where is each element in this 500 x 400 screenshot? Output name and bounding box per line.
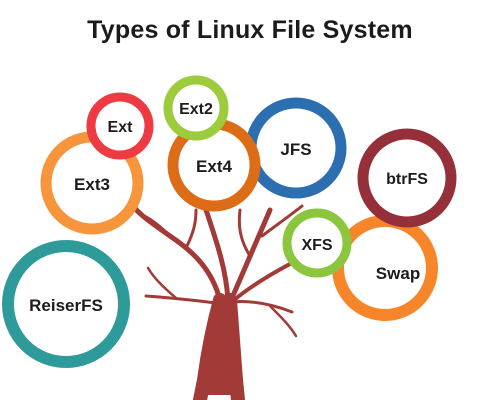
node-ext2: Ext2 bbox=[163, 75, 229, 141]
node-ext2-ring bbox=[163, 75, 229, 141]
node-ext3-label: Ext3 bbox=[74, 175, 110, 194]
node-ext4-label: Ext4 bbox=[196, 157, 232, 176]
node-ext: Ext bbox=[86, 92, 154, 160]
node-ext-label: Ext bbox=[108, 119, 134, 136]
node-btrfs-label: btrFS bbox=[386, 171, 428, 188]
node-reiserfs-label: ReiserFS bbox=[29, 296, 103, 315]
node-btrfs: btrFS bbox=[357, 128, 457, 228]
node-ext2-label: Ext2 bbox=[179, 101, 213, 118]
node-jfs: JFS bbox=[245, 97, 347, 199]
node-btrfs-ring bbox=[357, 128, 457, 228]
node-xfs-label: XFS bbox=[301, 237, 332, 254]
node-swap-label: Swap bbox=[376, 264, 420, 283]
node-ext3: Ext3 bbox=[40, 131, 144, 235]
node-reiserfs: ReiserFS bbox=[2, 240, 130, 368]
diagram-title: Types of Linux File System bbox=[87, 16, 413, 44]
node-ext-ring bbox=[86, 92, 154, 160]
node-swap: Swap bbox=[332, 215, 438, 321]
node-xfs-ring bbox=[282, 208, 352, 278]
node-xfs: XFS bbox=[282, 208, 352, 278]
node-reiserfs-ring bbox=[2, 240, 130, 368]
node-jfs-label: JFS bbox=[280, 140, 311, 159]
